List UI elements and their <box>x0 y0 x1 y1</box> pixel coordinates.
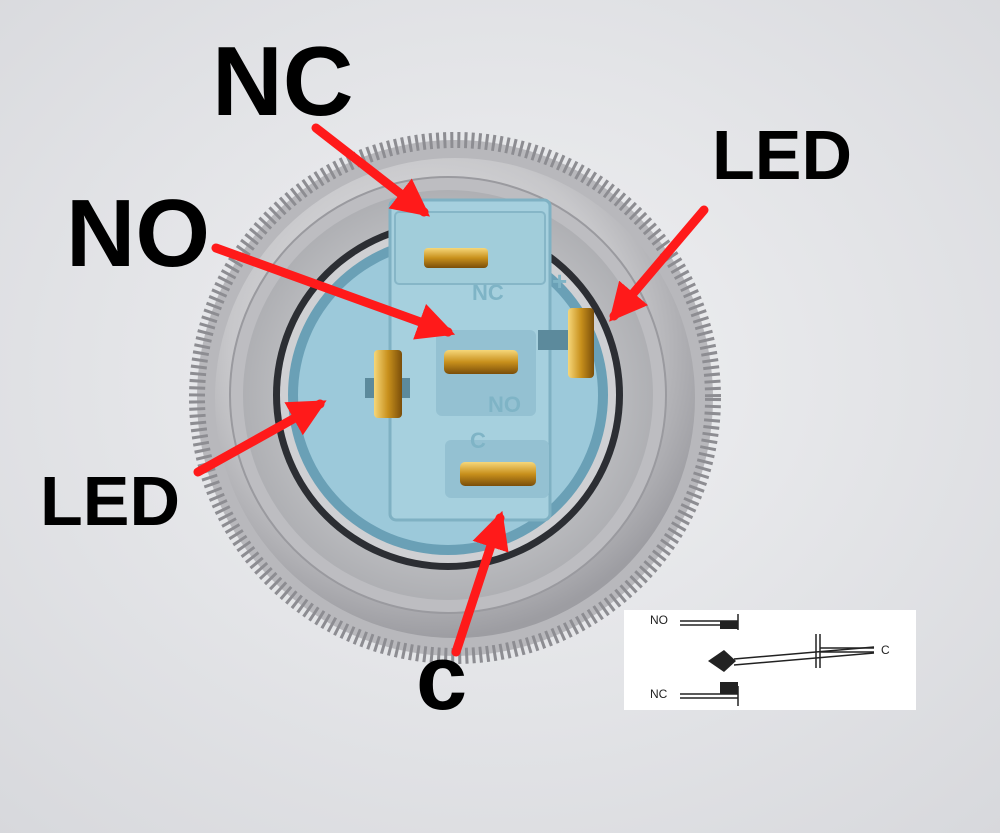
terminal-led-right <box>568 308 594 378</box>
arrow-nc <box>311 123 430 217</box>
housing-print-c: C <box>470 428 486 453</box>
schematic-panel: NO NC C <box>624 610 916 710</box>
arrow-c <box>451 510 509 657</box>
housing-print-nc: NC <box>472 280 504 305</box>
schematic-label-no: NO <box>650 613 668 627</box>
switch-schematic-symbol <box>680 614 875 706</box>
arrow-no <box>211 243 456 340</box>
terminal-no <box>444 350 518 374</box>
housing-print-plus: + <box>552 266 568 296</box>
pointer-arrows <box>193 123 709 657</box>
terminal-c <box>460 462 536 486</box>
terminals <box>374 248 594 486</box>
terminal-nc <box>424 248 488 268</box>
arrow-led-left <box>193 399 327 477</box>
schematic-label-nc: NC <box>650 687 668 701</box>
callout-no: NO <box>66 180 210 287</box>
terminal-led-left <box>374 350 402 418</box>
arrow-led-right <box>609 205 709 322</box>
callout-nc: NC <box>212 26 354 136</box>
housing-print-no: NO <box>488 392 521 417</box>
schematic-label-c: C <box>881 643 890 657</box>
callout-c: c <box>416 627 468 729</box>
callout-led-right: LED <box>712 116 852 194</box>
callout-led-left: LED <box>40 462 180 540</box>
schematic-drawing <box>680 614 875 706</box>
